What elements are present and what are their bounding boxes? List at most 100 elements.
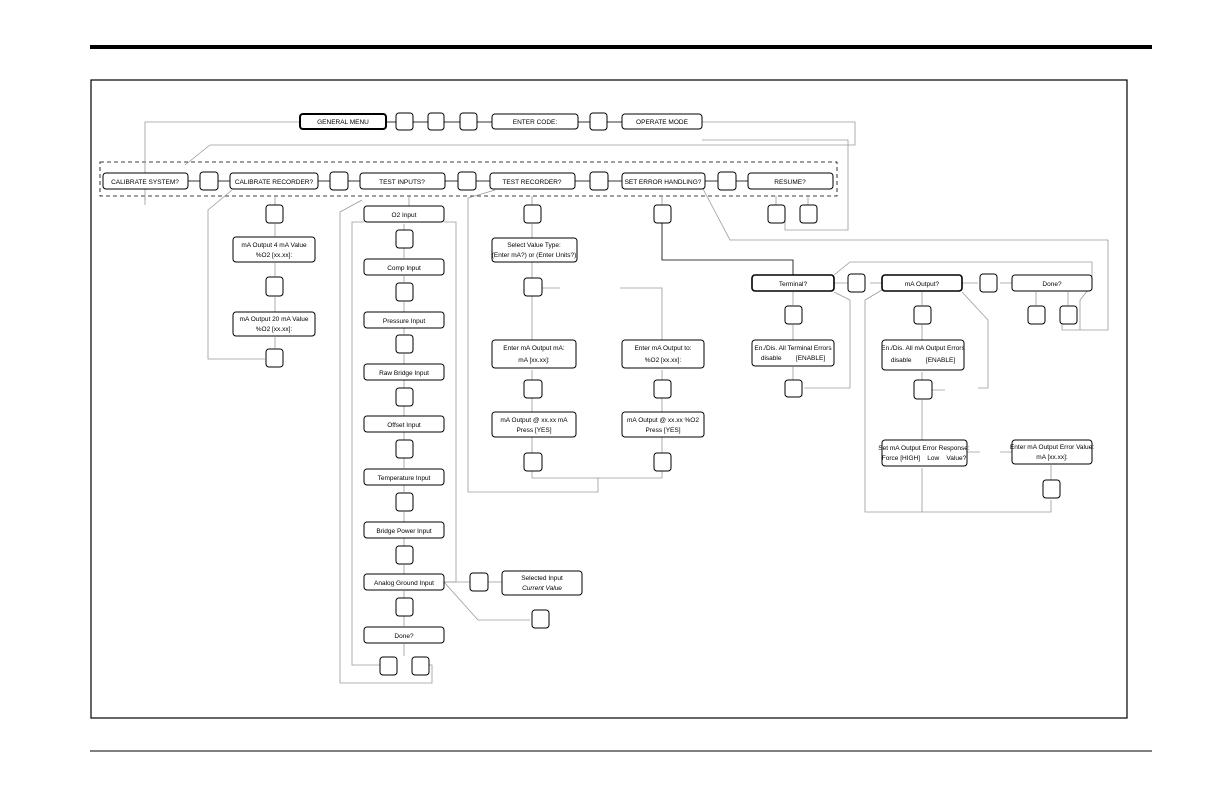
operate-mode-box[interactable]: OPERATE MODE [621, 113, 703, 130]
key-button[interactable] [784, 305, 803, 325]
key-button[interactable] [589, 171, 609, 191]
calibrate-recorder-box[interactable]: CALIBRATE RECORDER? [229, 172, 319, 190]
key-button[interactable] [427, 112, 445, 131]
error-response-line2: Force [HIGH] Low Value? [882, 455, 967, 462]
enter-o2-output-line2: %O2 [xx.xx]: [645, 357, 682, 364]
error-value-line1: Enter mA Output Error Value: [1010, 444, 1094, 451]
ma-output-4-box[interactable]: mA Output 4 mA Value %O2 [xx.xx]: [232, 236, 316, 263]
analog-ground-input-label: Analog Ground Input [374, 580, 434, 587]
general-menu-label: GENERAL MENU [317, 119, 369, 126]
key-button[interactable] [411, 656, 430, 676]
key-button[interactable] [265, 276, 284, 297]
key-button[interactable] [523, 379, 543, 399]
error-value-line2: mA [xx.xx]: [1036, 454, 1068, 461]
test-recorder-box[interactable]: TEST RECORDER? [489, 172, 576, 190]
key-button[interactable] [457, 171, 477, 191]
key-button[interactable] [847, 273, 866, 293]
key-button[interactable] [1042, 479, 1061, 499]
key-button[interactable] [265, 204, 284, 224]
comp-input-box[interactable]: Comp Input [363, 258, 445, 276]
select-value-type-line2: (Enter mA?) or (Enter Units?) [492, 252, 577, 259]
key-button[interactable] [784, 379, 803, 398]
select-value-type-line1: Select Value Type: [507, 242, 561, 249]
terminal-enable-line2: disable [ENABLE] [761, 355, 826, 362]
key-button[interactable] [653, 379, 672, 399]
key-button[interactable] [469, 572, 489, 592]
operate-mode-label: OPERATE MODE [636, 119, 689, 126]
key-button[interactable] [265, 348, 284, 368]
pressure-input-box[interactable]: Pressure Input [363, 311, 445, 329]
key-button[interactable] [395, 282, 414, 302]
key-button[interactable] [913, 305, 932, 325]
key-button[interactable] [767, 204, 786, 224]
connectors [144, 121, 1109, 684]
error-done-box[interactable]: Done? [1011, 274, 1093, 292]
general-menu-box[interactable]: GENERAL MENU [299, 113, 387, 130]
key-button[interactable] [395, 387, 414, 407]
key-button[interactable] [329, 171, 349, 191]
pressure-input-label: Pressure Input [383, 318, 425, 325]
ma-output-at-ma-box[interactable]: mA Output @ xx.xx mA Press [YES] [491, 411, 577, 438]
temperature-input-box[interactable]: Temperature Input [363, 468, 445, 486]
key-button[interactable] [395, 597, 414, 617]
key-button[interactable] [395, 334, 414, 354]
key-button[interactable] [523, 204, 542, 224]
enter-code-box[interactable]: ENTER CODE: [491, 113, 579, 130]
key-button[interactable] [799, 204, 818, 224]
key-button[interactable] [459, 112, 478, 131]
key-button[interactable] [653, 452, 672, 472]
key-button[interactable] [199, 171, 219, 191]
flow-ticks [188, 121, 748, 182]
test-inputs-done-box[interactable]: Done? [363, 626, 445, 644]
terminal-enable-box[interactable]: En./Dis. All Terminal Errors disable [EN… [751, 339, 835, 367]
ma-enable-line1: En./Dis. All mA Output Errors [881, 345, 965, 352]
selected-input-box[interactable]: Selected Input Current Value [501, 570, 583, 596]
ma-enable-box[interactable]: En./Dis. All mA Output Errors disable [E… [881, 339, 965, 371]
enter-ma-output-line2: mA [xx.xx]: [518, 357, 550, 364]
key-button[interactable] [395, 112, 414, 131]
calibrate-system-box[interactable]: CALIBRATE SYSTEM? [102, 172, 189, 190]
offset-input-box[interactable]: Offset Input [363, 415, 445, 433]
diagram-frame [90, 79, 1128, 719]
key-button[interactable] [523, 452, 543, 472]
key-button[interactable] [531, 609, 550, 629]
key-button[interactable] [653, 204, 672, 224]
o2-input-box[interactable]: O2 Input [363, 205, 445, 223]
ma-output-20-line2: %O2 [xx.xx]: [256, 326, 293, 333]
ma-output-at-o2-box[interactable]: mA Output @ xx.xx %O2 Press [YES] [621, 411, 705, 438]
key-button[interactable] [395, 229, 414, 249]
key-button[interactable] [913, 379, 933, 400]
ma-output-20-box[interactable]: mA Output 20 mA Value %O2 [xx.xx]: [232, 311, 316, 337]
set-error-handling-box[interactable]: SET ERROR HANDLING? [621, 172, 706, 190]
key-button[interactable] [589, 112, 608, 131]
terminal-box[interactable]: Terminal? [751, 274, 835, 292]
selected-input-line1: Selected Input [521, 575, 563, 582]
key-button[interactable] [395, 545, 414, 565]
test-inputs-box[interactable]: TEST INPUTS? [359, 172, 446, 190]
key-button[interactable] [717, 171, 737, 191]
ma-output-at-o2-line1: mA Output @ xx.xx %O2 [627, 417, 699, 424]
key-button[interactable] [523, 277, 543, 297]
select-value-type-box[interactable]: Select Value Type: (Enter mA?) or (Enter… [491, 237, 578, 263]
o2-input-label: O2 Input [392, 212, 417, 219]
set-error-handling-label: SET ERROR HANDLING? [625, 179, 702, 186]
bridge-power-input-label: Bridge Power Input [376, 528, 431, 535]
bridge-power-input-box[interactable]: Bridge Power Input [363, 521, 445, 539]
enter-o2-output-box[interactable]: Enter mA Output to: %O2 [xx.xx]: [621, 339, 705, 369]
raw-bridge-input-box[interactable]: Raw Bridge Input [363, 363, 445, 381]
resume-box[interactable]: RESUME? [747, 172, 834, 190]
key-button[interactable] [1027, 305, 1046, 325]
key-button[interactable] [1059, 305, 1078, 325]
key-button[interactable] [979, 273, 998, 293]
analog-ground-input-box[interactable]: Analog Ground Input [363, 573, 445, 591]
error-value-box[interactable]: Enter mA Output Error Value: mA [xx.xx]: [1010, 439, 1094, 465]
key-button[interactable] [395, 492, 414, 512]
key-button[interactable] [395, 439, 414, 459]
enter-ma-output-box[interactable]: Enter mA Output mA: mA [xx.xx]: [491, 339, 577, 369]
error-response-box[interactable]: Set mA Output Error Response: Force [HIG… [878, 439, 970, 467]
calibrate-system-label: CALIBRATE SYSTEM? [111, 179, 179, 186]
key-button[interactable] [379, 656, 398, 676]
ma-output-box[interactable]: mA Output? [881, 274, 963, 292]
comp-input-label: Comp Input [387, 265, 421, 272]
